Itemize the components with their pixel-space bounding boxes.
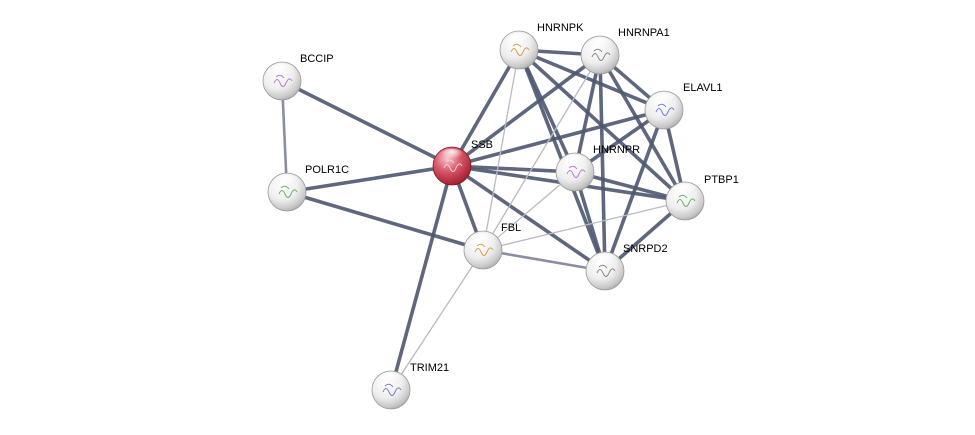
node-label: FBL	[501, 222, 521, 234]
node-highlight	[270, 64, 294, 78]
node-label: ELAVL1	[683, 82, 723, 94]
node-ssb[interactable]: SSB	[432, 139, 493, 186]
edges-layer	[280, 48, 687, 392]
edge-hnrnpr-fbl[interactable]	[482, 171, 576, 251]
node-highlight	[593, 254, 617, 268]
node-highlight	[275, 175, 299, 189]
node-label: POLR1C	[305, 164, 349, 176]
node-highlight	[652, 93, 676, 107]
node-highlight	[563, 155, 587, 169]
edge-polr1c-ssb[interactable]	[285, 164, 454, 194]
edge-ssb-snrpd2[interactable]	[450, 164, 607, 273]
node-hnrnpk[interactable]: HNRNPK	[499, 22, 584, 70]
node-label: HNRNPK	[537, 22, 584, 34]
node-elavl1[interactable]: ELAVL1	[644, 82, 723, 130]
edge-fbl-snrpd2[interactable]	[481, 248, 607, 273]
edge-hnrnpa1-ptbp1[interactable]	[598, 53, 687, 203]
edge-hnrnpa1-snrpd2[interactable]	[598, 53, 607, 273]
edge-bccip-ssb[interactable]	[280, 79, 454, 168]
edge-fbl-trim21[interactable]	[390, 249, 484, 391]
node-highlight	[588, 38, 612, 52]
node-highlight	[440, 149, 464, 163]
edge-ssb-hnrnpr[interactable]	[450, 164, 577, 174]
node-ptbp1[interactable]: PTBP1	[665, 174, 739, 221]
node-polr1c[interactable]: POLR1C	[267, 164, 349, 212]
node-hnrnpa1[interactable]: HNRNPA1	[580, 27, 670, 75]
node-highlight	[379, 373, 403, 387]
node-highlight	[673, 184, 697, 198]
node-label: SNRPD2	[623, 243, 668, 255]
node-highlight	[507, 33, 531, 47]
edge-elavl1-snrpd2[interactable]	[603, 108, 666, 273]
node-label: BCCIP	[300, 53, 334, 65]
edge-hnrnpk-fbl[interactable]	[482, 49, 520, 251]
node-fbl[interactable]: FBL	[463, 222, 521, 270]
edge-ssb-hnrnpk[interactable]	[450, 48, 521, 168]
node-bccip[interactable]: BCCIP	[262, 53, 334, 101]
edge-hnrnpa1-hnrnpr[interactable]	[573, 53, 602, 174]
node-label: PTBP1	[704, 174, 739, 186]
node-snrpd2[interactable]: SNRPD2	[585, 243, 668, 291]
edge-hnrnpk-elavl1[interactable]	[517, 48, 666, 112]
node-hnrnpr[interactable]: HNRNPR	[555, 144, 640, 192]
node-label: TRIM21	[410, 362, 449, 374]
edge-ssb-trim21[interactable]	[389, 164, 454, 392]
node-label: HNRNPR	[593, 144, 640, 156]
edge-polr1c-fbl[interactable]	[285, 190, 485, 252]
edge-ptbp1-fbl[interactable]	[482, 200, 686, 251]
node-label: SSB	[471, 139, 493, 151]
node-trim21[interactable]: TRIM21	[371, 362, 449, 410]
node-label: HNRNPA1	[618, 27, 670, 39]
node-highlight	[471, 233, 495, 247]
edge-hnrnpa1-fbl[interactable]	[482, 54, 601, 251]
